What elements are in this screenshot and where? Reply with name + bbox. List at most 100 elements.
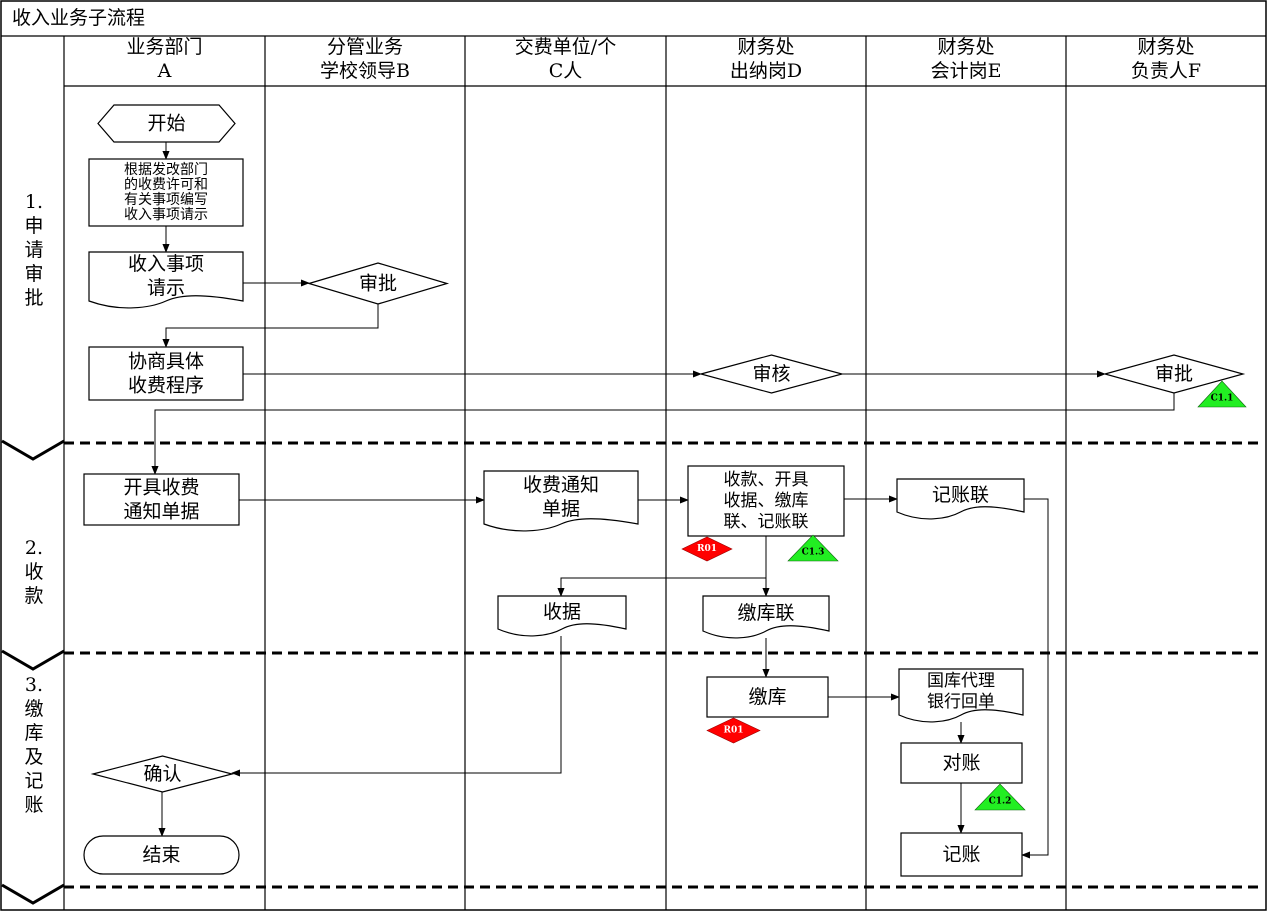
node-ledger-copy: 记账联 bbox=[896, 478, 1025, 520]
risk-marker-r01a: R01 bbox=[681, 536, 733, 562]
node-receipt: 收据 bbox=[497, 595, 627, 637]
node-label: 开具收费 bbox=[123, 477, 199, 499]
node-label: 国库代理 bbox=[927, 671, 995, 691]
node-label: 收费程序 bbox=[128, 375, 204, 397]
node-label: 记账 bbox=[942, 844, 980, 866]
node-start: 开始 bbox=[97, 104, 236, 143]
lane-header-d: 出纳岗D bbox=[730, 60, 802, 82]
node-label: 银行回单 bbox=[927, 692, 995, 712]
node-label: 有关事项编写 bbox=[124, 192, 208, 208]
edge-approve-f-to-issue-notice bbox=[151, 393, 1175, 475]
edge-collect-to-receipt bbox=[557, 536, 767, 597]
lane-header-e: 财务处 bbox=[937, 36, 994, 58]
node-label: 确认 bbox=[143, 763, 181, 785]
edge-ledger-copy-to-book bbox=[1021, 498, 1049, 859]
rect-shape bbox=[900, 742, 1023, 784]
diagram-title: 收入业务子流程 bbox=[12, 7, 145, 29]
phase-label-p2: 收 bbox=[24, 561, 43, 583]
edge-approve-b-to-negotiate bbox=[162, 304, 379, 348]
risk-marker-r01b: R01 bbox=[706, 717, 761, 744]
marker-label: C1.3 bbox=[802, 548, 825, 558]
node-label: 开始 bbox=[147, 113, 185, 135]
node-label: 的收费许可和 bbox=[124, 177, 208, 193]
node-reconcile: 对账 bbox=[900, 742, 1023, 784]
document-shape bbox=[898, 668, 1024, 723]
control-triangle-icon bbox=[1197, 380, 1247, 408]
phase-label-p2: 款 bbox=[24, 585, 43, 607]
phase-label-p1: 请 bbox=[24, 239, 43, 261]
lane-header-f: 财务处 bbox=[1137, 36, 1194, 58]
risk-diamond-icon bbox=[706, 717, 761, 744]
node-label: 缴库联 bbox=[737, 602, 794, 624]
marker-label: C1.2 bbox=[989, 797, 1012, 807]
control-triangle-icon bbox=[974, 783, 1026, 811]
lane-header-d: 财务处 bbox=[737, 36, 794, 58]
rect-shape bbox=[687, 465, 845, 537]
lane-header-f: 负责人F bbox=[1131, 60, 1201, 82]
phase-label-p3: 记 bbox=[24, 770, 43, 792]
node-approve-f: 审批 bbox=[1102, 354, 1246, 394]
lane-header-a: 业务部门 bbox=[126, 36, 202, 58]
risk-diamond-icon bbox=[681, 536, 733, 562]
diamond-shape bbox=[90, 755, 235, 793]
node-end: 结束 bbox=[83, 835, 240, 875]
node-label: 收款、开具 bbox=[724, 470, 809, 490]
hexagon-shape bbox=[97, 104, 236, 143]
node-book: 记账 bbox=[900, 832, 1023, 877]
document-shape bbox=[896, 478, 1025, 520]
phase-chevron bbox=[1, 649, 65, 671]
phase-label-p3: 缴 bbox=[24, 698, 43, 720]
rect-shape bbox=[706, 676, 829, 718]
phase-label-p1: 批 bbox=[24, 287, 43, 309]
rect-shape bbox=[900, 832, 1023, 877]
control-marker-c12: C1.2 bbox=[974, 783, 1026, 811]
node-label: 结束 bbox=[142, 844, 180, 866]
node-label: 请示 bbox=[147, 277, 185, 299]
node-label: 审批 bbox=[359, 273, 397, 295]
diamond-shape bbox=[1102, 354, 1246, 394]
lane-header-e: 会计岗E bbox=[931, 60, 1002, 82]
node-label: 联、记账联 bbox=[724, 512, 809, 532]
node-review-d: 审核 bbox=[698, 354, 845, 394]
lane-header-b: 分管业务 bbox=[327, 36, 403, 58]
control-marker-c11: C1.1 bbox=[1197, 380, 1247, 408]
diamond-shape bbox=[698, 354, 845, 394]
document-shape bbox=[497, 595, 627, 637]
node-label: 缴库 bbox=[748, 686, 786, 708]
node-approve-b: 审批 bbox=[306, 262, 450, 305]
rect-shape bbox=[83, 473, 240, 526]
node-label: 记账联 bbox=[932, 484, 989, 506]
node-label: 根据发改部门 bbox=[124, 162, 208, 178]
node-label: 单据 bbox=[542, 498, 580, 520]
rect-shape bbox=[88, 346, 244, 401]
control-marker-c13: C1.3 bbox=[787, 534, 839, 562]
lane-header-c: 交费单位/个 bbox=[515, 36, 616, 58]
marker-label: C1.1 bbox=[1211, 394, 1234, 404]
phase-label-p1: 申 bbox=[24, 215, 43, 237]
document-shape bbox=[483, 470, 639, 532]
edge-receipt-to-confirm bbox=[231, 636, 562, 777]
node-label: 收入事项请示 bbox=[124, 207, 208, 223]
lane-header-c: C人 bbox=[549, 60, 583, 82]
node-label: 收费通知 bbox=[523, 474, 599, 496]
node-label: 收据 bbox=[543, 601, 581, 623]
node-label: 收入事项 bbox=[128, 253, 204, 275]
lane-header-b: 学校领导B bbox=[320, 60, 410, 82]
document-shape bbox=[702, 595, 830, 639]
node-label: 对账 bbox=[942, 752, 980, 774]
marker-label: R01 bbox=[697, 544, 717, 554]
node-label: 审批 bbox=[1155, 363, 1193, 385]
lane-header-a: A bbox=[157, 60, 172, 82]
node-label: 审核 bbox=[752, 363, 790, 385]
phase-chevron bbox=[1, 439, 65, 461]
diamond-shape bbox=[306, 262, 450, 305]
node-label: 通知单据 bbox=[123, 501, 199, 523]
control-triangle-icon bbox=[787, 534, 839, 562]
node-deposit-copy: 缴库联 bbox=[702, 595, 830, 639]
